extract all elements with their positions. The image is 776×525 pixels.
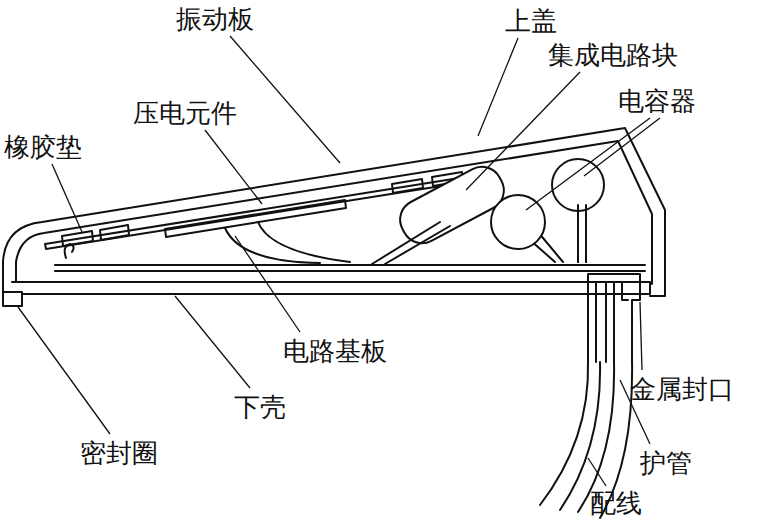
leader-line	[584, 118, 660, 176]
ic-lead	[372, 222, 450, 264]
leader-line	[175, 296, 250, 388]
rubber-pad	[100, 225, 129, 240]
leader-line	[235, 236, 300, 332]
leader-line	[640, 302, 642, 370]
part-label: 橡胶垫	[4, 132, 82, 162]
seal-ring	[3, 292, 22, 306]
wire-hook	[65, 244, 74, 258]
lead-wire	[540, 362, 588, 505]
leader-line	[18, 307, 110, 434]
upper-cover	[3, 128, 665, 300]
part-label: 护管	[640, 448, 692, 478]
part-label: 电路基板	[283, 336, 387, 366]
metal-seal	[588, 274, 640, 362]
part-label: 电容器	[618, 86, 696, 116]
part-label: 密封圈	[80, 438, 158, 468]
part-label: 上盖	[505, 6, 557, 36]
part-label: 压电元件	[133, 98, 237, 128]
protective-tube	[606, 282, 614, 362]
wire	[225, 228, 320, 263]
circuit-board	[55, 265, 645, 271]
leader-line	[230, 36, 340, 163]
part-label: 振动板	[176, 4, 254, 34]
leader-line	[526, 118, 650, 210]
capacitor-lead	[578, 205, 586, 262]
part-label: 集成电路块	[548, 40, 678, 70]
capacitor	[491, 195, 545, 249]
lead-wire	[560, 362, 600, 510]
part-label: 下壳	[234, 392, 286, 422]
leader-line	[205, 130, 262, 204]
part-label: 金属封口	[630, 374, 734, 404]
leader-line	[52, 164, 82, 232]
part-label: 配线	[590, 488, 642, 518]
leader-line	[588, 458, 606, 486]
lower-shell	[12, 282, 650, 294]
piezo-element	[165, 200, 346, 237]
wire	[258, 222, 350, 262]
rubber-pad	[62, 231, 93, 246]
upper-cover-inner	[16, 141, 652, 284]
rubber-pad	[392, 179, 423, 193]
leader-line	[478, 38, 518, 136]
leader-line	[466, 72, 580, 190]
ic-block	[393, 160, 511, 250]
